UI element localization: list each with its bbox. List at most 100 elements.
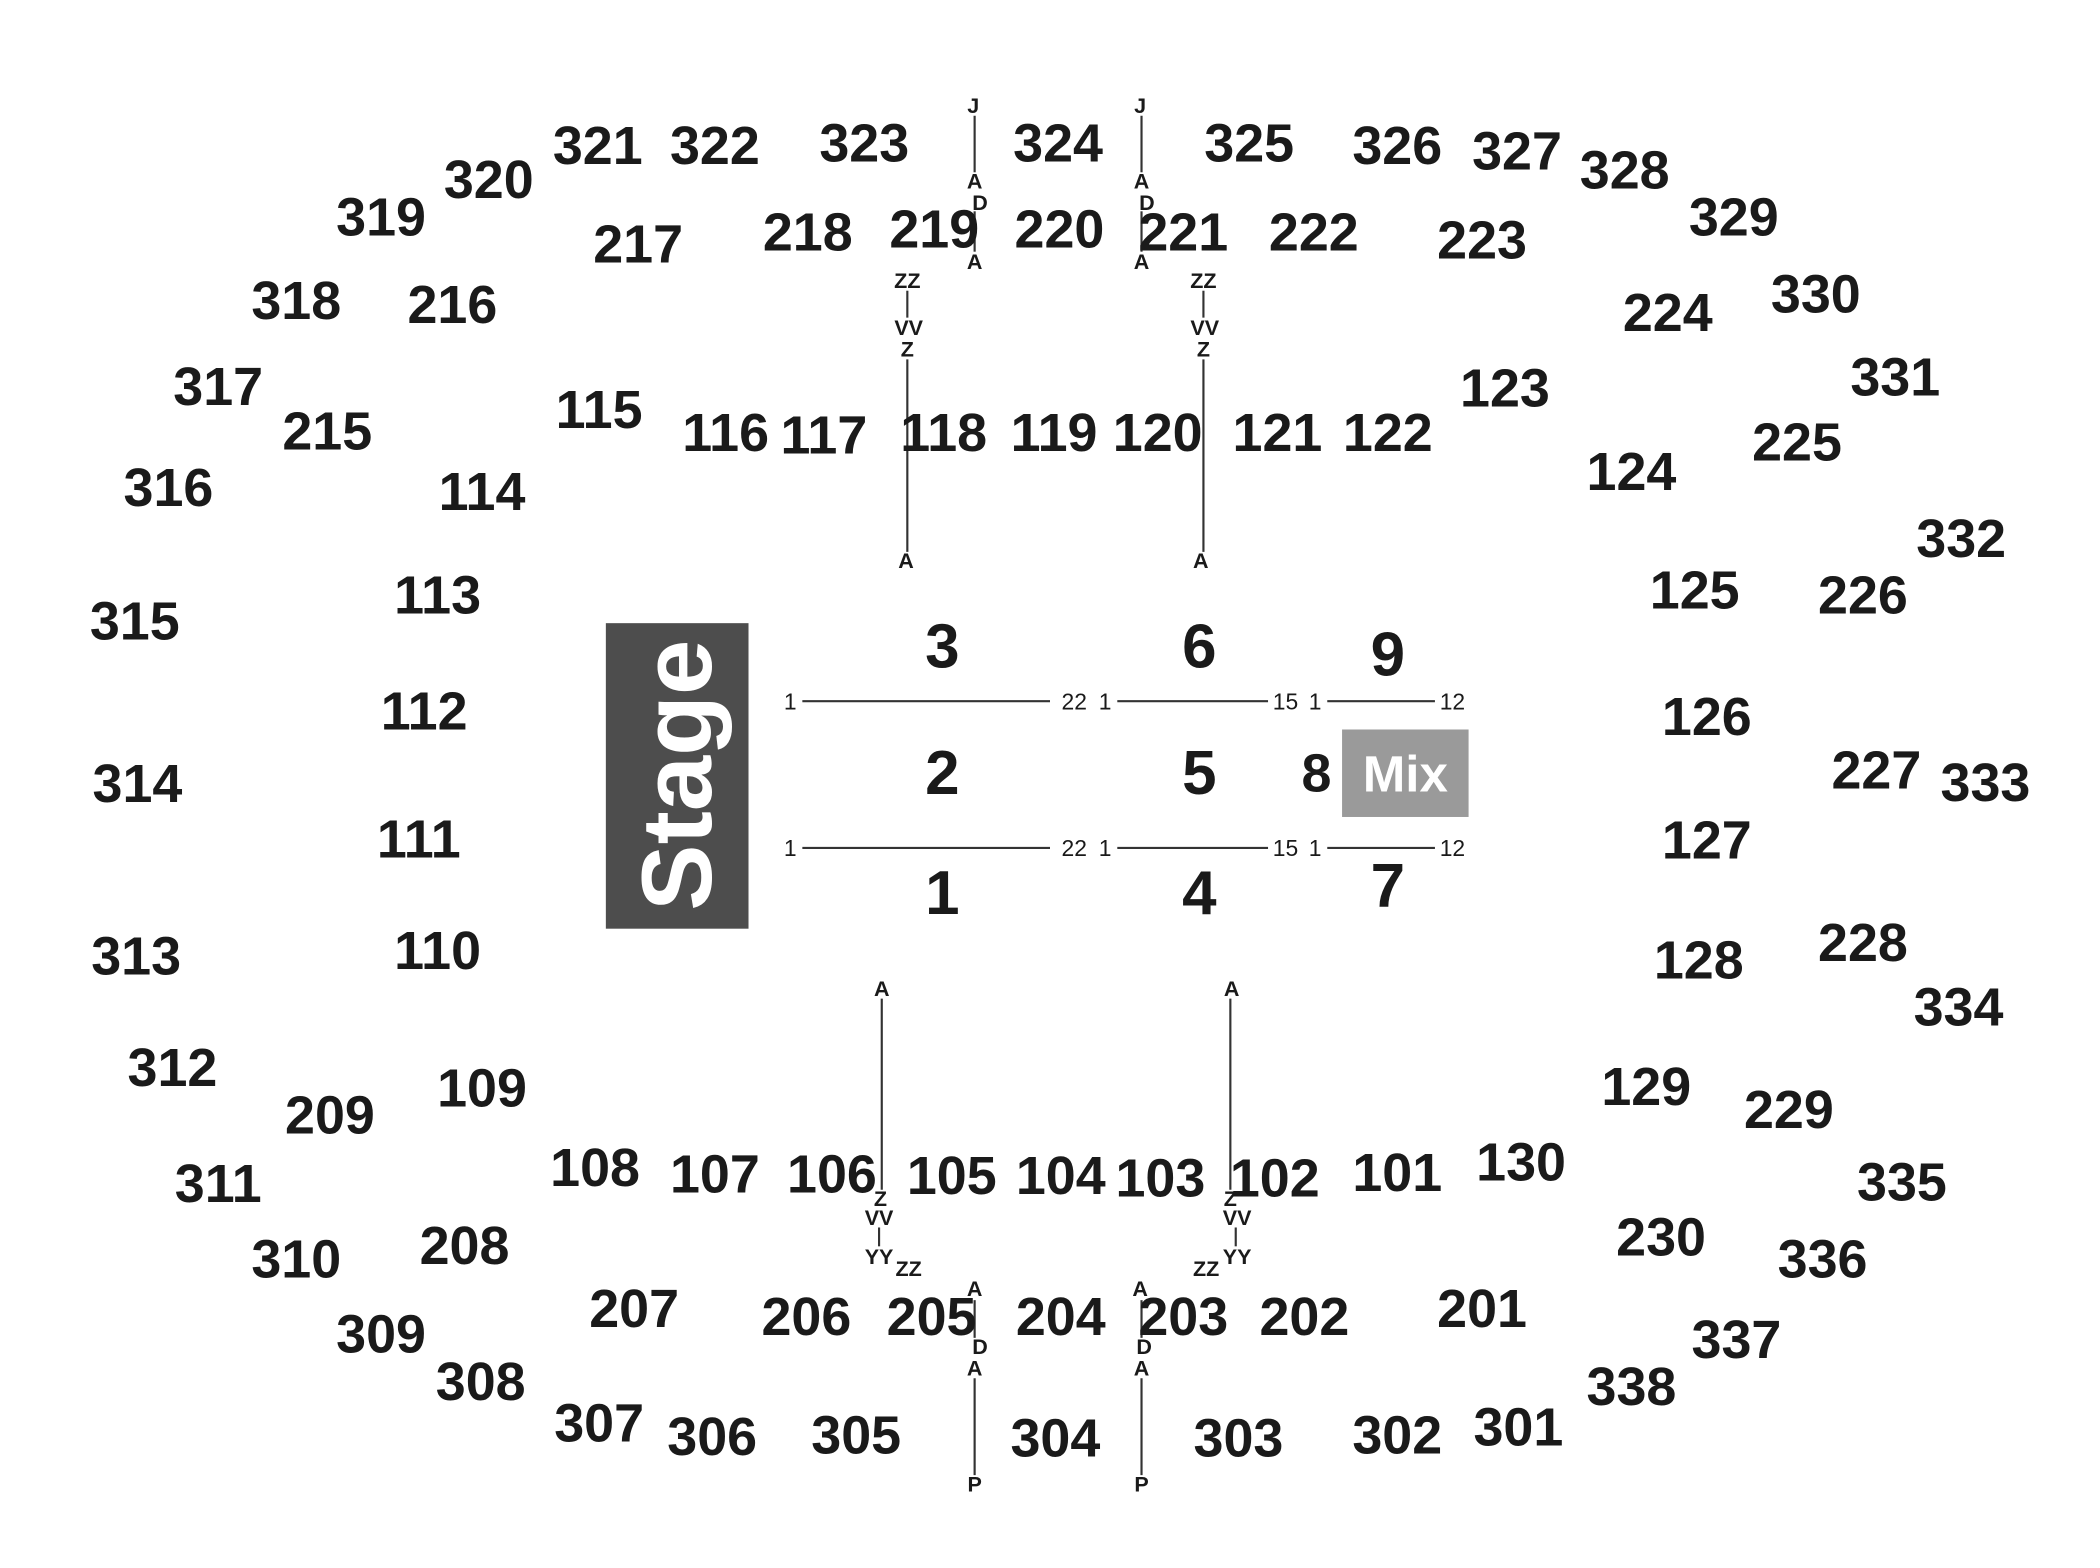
section-327[interactable]: 327 xyxy=(1472,122,1562,182)
mix-block[interactable] xyxy=(1342,729,1469,817)
section-220[interactable]: 220 xyxy=(1015,200,1105,260)
section-119[interactable]: 119 xyxy=(1011,403,1098,463)
section-126[interactable]: 126 xyxy=(1662,687,1752,747)
section-218[interactable]: 218 xyxy=(763,202,853,262)
section-203[interactable]: 203 xyxy=(1138,1287,1228,1347)
section-109[interactable]: 109 xyxy=(437,1058,527,1118)
section-322[interactable]: 322 xyxy=(670,116,760,176)
section-125[interactable]: 125 xyxy=(1650,560,1740,620)
section-226[interactable]: 226 xyxy=(1818,566,1908,626)
section-204[interactable]: 204 xyxy=(1016,1287,1106,1347)
section-325[interactable]: 325 xyxy=(1204,114,1294,174)
section-201[interactable]: 201 xyxy=(1437,1279,1527,1339)
section-120[interactable]: 120 xyxy=(1113,403,1203,463)
section-312[interactable]: 312 xyxy=(128,1038,218,1098)
section-202[interactable]: 202 xyxy=(1259,1287,1349,1347)
section-105[interactable]: 105 xyxy=(907,1146,997,1206)
section-324[interactable]: 324 xyxy=(1013,114,1103,174)
section-328[interactable]: 328 xyxy=(1580,140,1670,200)
section-101[interactable]: 101 xyxy=(1352,1143,1442,1203)
section-116[interactable]: 116 xyxy=(682,403,769,463)
section-338[interactable]: 338 xyxy=(1587,1357,1677,1417)
section-130[interactable]: 130 xyxy=(1476,1132,1566,1192)
section-221[interactable]: 221 xyxy=(1138,202,1228,262)
section-230[interactable]: 230 xyxy=(1616,1208,1706,1268)
section-216[interactable]: 216 xyxy=(408,275,498,335)
section-124[interactable]: 124 xyxy=(1587,442,1677,502)
section-337[interactable]: 337 xyxy=(1692,1310,1782,1370)
section-110[interactable]: 110 xyxy=(394,921,481,981)
section-315[interactable]: 315 xyxy=(90,591,180,651)
section-128[interactable]: 128 xyxy=(1654,930,1744,990)
floor-section-4[interactable]: 4 xyxy=(1182,859,1217,928)
section-112[interactable]: 112 xyxy=(381,681,468,741)
section-113[interactable]: 113 xyxy=(394,566,481,626)
section-318[interactable]: 318 xyxy=(251,271,341,331)
section-108[interactable]: 108 xyxy=(550,1138,640,1198)
floor-section-8[interactable]: 8 xyxy=(1302,743,1332,803)
section-326[interactable]: 326 xyxy=(1352,116,1442,176)
section-122[interactable]: 122 xyxy=(1343,403,1433,463)
floor-section-2[interactable]: 2 xyxy=(925,739,959,808)
section-329[interactable]: 329 xyxy=(1689,188,1779,248)
section-115[interactable]: 115 xyxy=(556,380,643,440)
section-311[interactable]: 311 xyxy=(175,1154,262,1214)
section-207[interactable]: 207 xyxy=(589,1279,679,1339)
section-308[interactable]: 308 xyxy=(436,1352,526,1412)
section-334[interactable]: 334 xyxy=(1914,978,2004,1038)
section-222[interactable]: 222 xyxy=(1269,202,1359,262)
section-336[interactable]: 336 xyxy=(1778,1229,1868,1289)
section-225[interactable]: 225 xyxy=(1752,412,1842,472)
section-114[interactable]: 114 xyxy=(439,462,526,522)
section-107[interactable]: 107 xyxy=(670,1144,760,1204)
section-127[interactable]: 127 xyxy=(1662,811,1752,871)
section-302[interactable]: 302 xyxy=(1352,1406,1442,1466)
section-206[interactable]: 206 xyxy=(761,1287,851,1347)
section-306[interactable]: 306 xyxy=(667,1407,757,1467)
floor-section-1[interactable]: 1 xyxy=(925,859,959,928)
section-304[interactable]: 304 xyxy=(1010,1408,1100,1468)
section-320[interactable]: 320 xyxy=(444,150,534,210)
stage-block[interactable] xyxy=(605,623,749,929)
section-223[interactable]: 223 xyxy=(1437,210,1527,270)
section-123[interactable]: 123 xyxy=(1460,358,1550,418)
floor-section-3[interactable]: 3 xyxy=(925,613,959,682)
section-331[interactable]: 331 xyxy=(1850,348,1940,408)
section-301[interactable]: 301 xyxy=(1473,1398,1563,1458)
section-310[interactable]: 310 xyxy=(251,1229,341,1289)
section-307[interactable]: 307 xyxy=(554,1393,644,1453)
section-106[interactable]: 106 xyxy=(787,1144,877,1204)
section-309[interactable]: 309 xyxy=(336,1305,426,1365)
section-335[interactable]: 335 xyxy=(1857,1153,1947,1213)
section-323[interactable]: 323 xyxy=(819,114,909,174)
section-317[interactable]: 317 xyxy=(173,357,263,417)
section-330[interactable]: 330 xyxy=(1771,264,1861,324)
section-321[interactable]: 321 xyxy=(553,116,643,176)
section-111[interactable]: 111 xyxy=(377,809,461,869)
floor-section-9[interactable]: 9 xyxy=(1371,621,1405,690)
section-205[interactable]: 205 xyxy=(887,1287,977,1347)
floor-section-7[interactable]: 7 xyxy=(1371,852,1405,921)
section-314[interactable]: 314 xyxy=(93,754,183,814)
section-229[interactable]: 229 xyxy=(1744,1080,1834,1140)
section-104[interactable]: 104 xyxy=(1016,1146,1106,1206)
section-332[interactable]: 332 xyxy=(1916,509,2006,569)
section-313[interactable]: 313 xyxy=(91,926,181,986)
section-129[interactable]: 129 xyxy=(1601,1057,1691,1117)
floor-section-5[interactable]: 5 xyxy=(1182,739,1216,808)
section-305[interactable]: 305 xyxy=(811,1406,901,1466)
section-228[interactable]: 228 xyxy=(1818,913,1908,973)
section-303[interactable]: 303 xyxy=(1194,1408,1284,1468)
section-103[interactable]: 103 xyxy=(1115,1149,1205,1209)
floor-section-6[interactable]: 6 xyxy=(1182,613,1216,682)
section-333[interactable]: 333 xyxy=(1941,753,2031,813)
section-316[interactable]: 316 xyxy=(124,458,214,518)
section-215[interactable]: 215 xyxy=(282,402,372,462)
section-118[interactable]: 118 xyxy=(900,403,987,463)
section-217[interactable]: 217 xyxy=(593,214,683,274)
section-224[interactable]: 224 xyxy=(1623,283,1713,343)
section-102[interactable]: 102 xyxy=(1230,1149,1320,1209)
section-319[interactable]: 319 xyxy=(336,188,426,248)
section-227[interactable]: 227 xyxy=(1831,741,1921,801)
section-208[interactable]: 208 xyxy=(420,1216,510,1276)
